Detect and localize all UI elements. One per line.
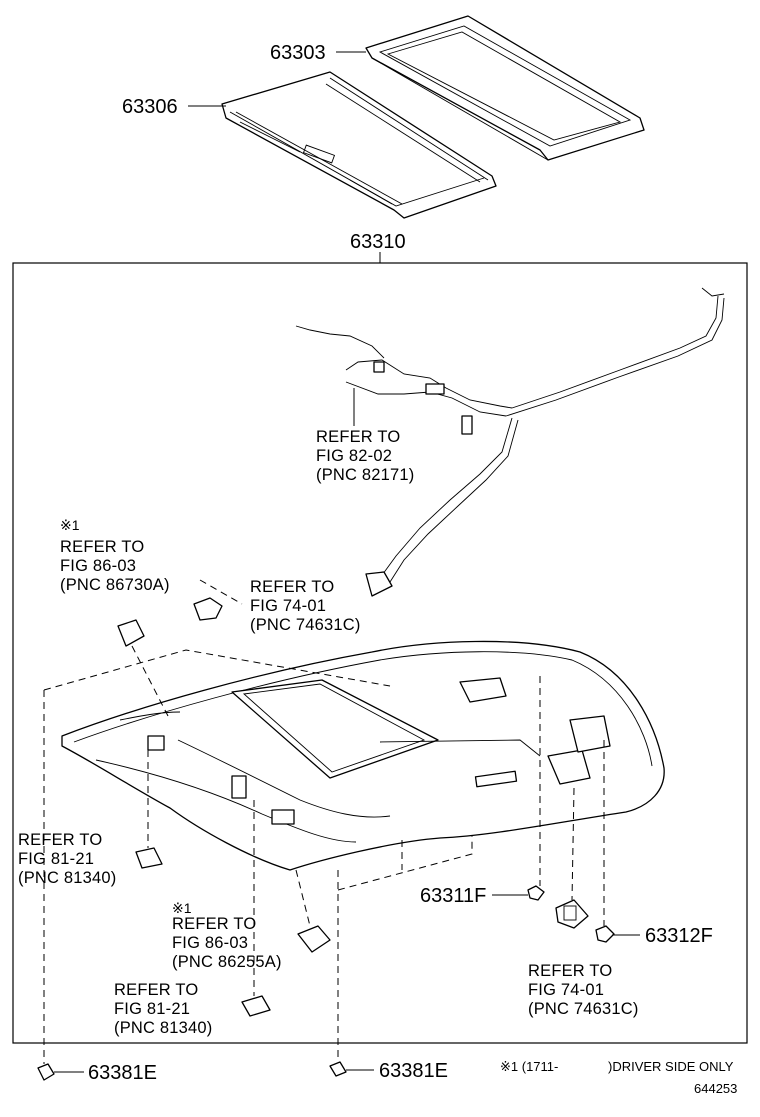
- clip-63381E-left: [37, 690, 55, 1081]
- ref-harness-line3: (PNC 82171): [316, 466, 415, 484]
- clip-63381E-right: [329, 870, 347, 1077]
- ref-assist-bottom: REFER TO FIG 81-21 (PNC 81340): [114, 981, 213, 1037]
- ref-visor-top-line3: (PNC 74631C): [250, 616, 361, 634]
- wire-harness: [295, 287, 725, 597]
- label-63312F: 63312F: [645, 925, 713, 947]
- sunshade-63306: [221, 71, 497, 219]
- ref-assist-bottom-line1: REFER TO: [114, 981, 198, 999]
- label-63381E-right: 63381E: [379, 1060, 448, 1082]
- ref-map-light-mark: ※1: [60, 517, 80, 533]
- visor-holder-right-part: [555, 787, 589, 929]
- label-63381E-left: 63381E: [88, 1062, 157, 1084]
- headliner-63310: [61, 640, 665, 871]
- ref-map-light-line1: REFER TO: [60, 538, 144, 556]
- ref-room-light-line1: REFER TO: [172, 915, 256, 933]
- ref-visor-right-line1: REFER TO: [528, 962, 612, 980]
- label-63303: 63303: [270, 42, 326, 64]
- footnote-text: )DRIVER SIDE ONLY: [608, 1059, 734, 1074]
- ref-assist-bottom-line2: FIG 81-21: [114, 1000, 190, 1018]
- room-light-part: [295, 869, 331, 953]
- visor-holder-top-part: [193, 579, 243, 621]
- ref-room-light: ※1 REFER TO FIG 86-03 (PNC 86255A): [172, 900, 282, 971]
- ref-harness-line2: FIG 82-02: [316, 447, 392, 465]
- ref-room-light-mark: ※1: [172, 900, 192, 916]
- clip-63312F: [595, 740, 615, 943]
- diagram-id: 644253: [694, 1081, 737, 1096]
- ref-map-light: ※1 REFER TO FIG 86-03 (PNC 86730A): [60, 517, 170, 594]
- footnote-mark: ※1 (1711-: [500, 1059, 558, 1074]
- ref-room-light-line2: FIG 86-03: [172, 934, 248, 952]
- sunroof-glass-63303: [365, 15, 645, 161]
- ref-visor-right: REFER TO FIG 74-01 (PNC 74631C): [528, 962, 639, 1018]
- ref-visor-top-line1: REFER TO: [250, 578, 334, 596]
- ref-visor-right-line2: FIG 74-01: [528, 981, 604, 999]
- ref-visor-right-line3: (PNC 74631C): [528, 1000, 639, 1018]
- label-63310: 63310: [350, 231, 406, 253]
- ref-map-light-line3: (PNC 86730A): [60, 576, 170, 594]
- ref-assist-left-line3: (PNC 81340): [18, 869, 117, 887]
- ref-harness-line1: REFER TO: [316, 428, 400, 446]
- ref-visor-top-line2: FIG 74-01: [250, 597, 326, 615]
- ref-assist-bottom-line3: (PNC 81340): [114, 1019, 213, 1037]
- label-63306: 63306: [122, 96, 178, 118]
- ref-map-light-line2: FIG 86-03: [60, 557, 136, 575]
- ref-room-light-line3: (PNC 86255A): [172, 953, 282, 971]
- map-light-part: [117, 619, 169, 717]
- assist-bottom-part: [241, 800, 271, 1017]
- ref-assist-left-line1: REFER TO: [18, 831, 102, 849]
- ref-assist-left-line2: FIG 81-21: [18, 850, 94, 868]
- clip-63311F: [527, 676, 545, 901]
- ref-visor-top: REFER TO FIG 74-01 (PNC 74631C): [250, 578, 361, 634]
- assist-left-part: [135, 750, 163, 869]
- label-63311F: 63311F: [420, 885, 486, 907]
- ref-assist-left: REFER TO FIG 81-21 (PNC 81340): [18, 831, 117, 887]
- ref-harness: REFER TO FIG 82-02 (PNC 82171): [316, 428, 415, 484]
